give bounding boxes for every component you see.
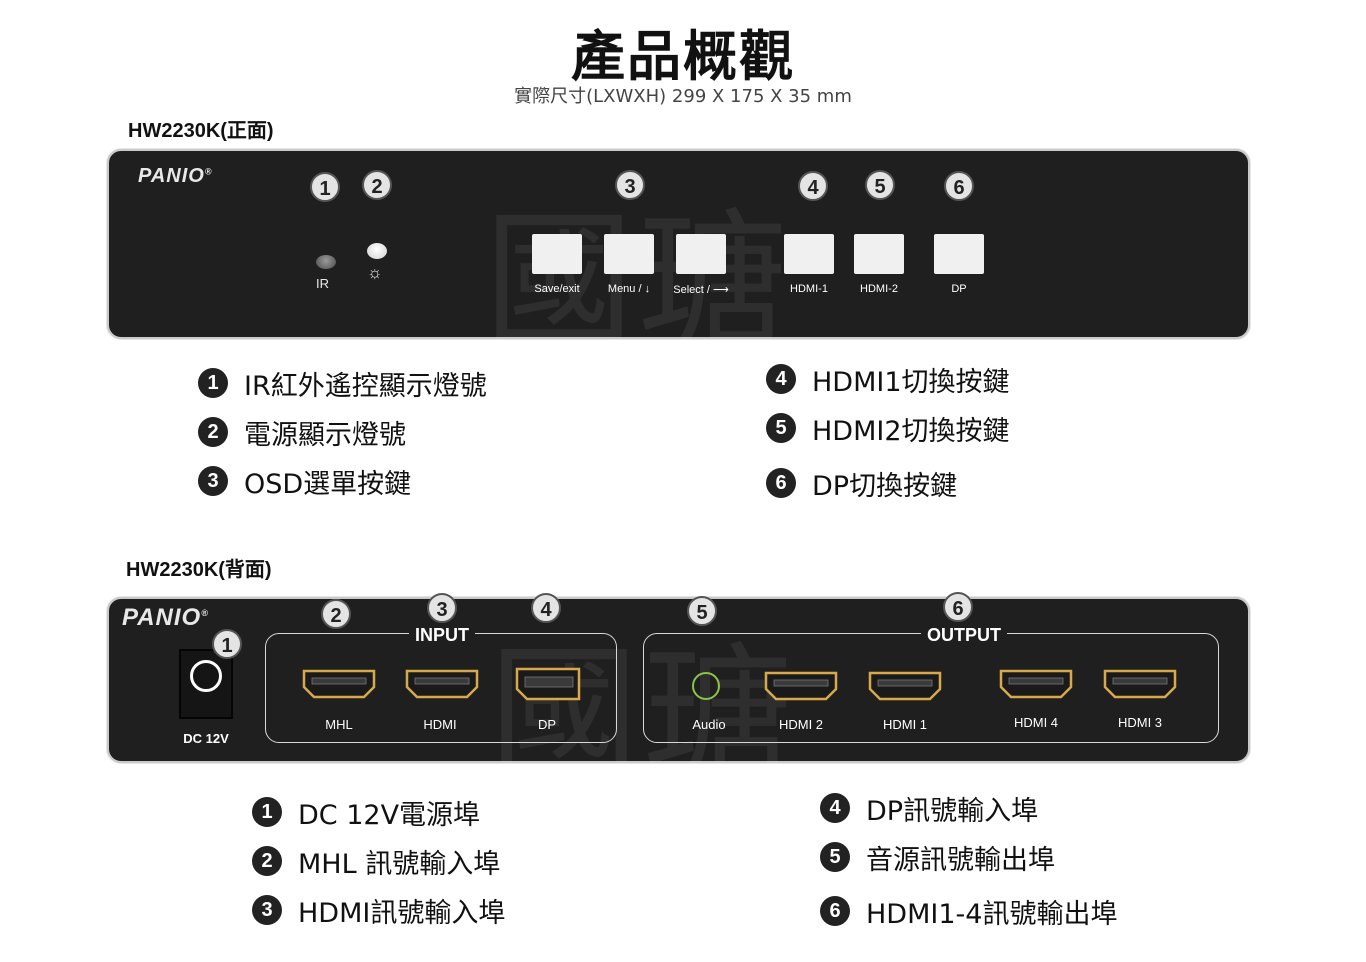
front-brand-logo: PANIO® — [138, 165, 213, 187]
legend-text: HDMI訊號輸入埠 — [298, 897, 506, 929]
legend-number: 6 — [820, 896, 850, 926]
front-callout-5: 5 — [865, 170, 895, 200]
dp-input-port[interactable] — [515, 667, 581, 701]
dc-power-port[interactable] — [179, 649, 233, 719]
hdmi4-output-port[interactable] — [999, 669, 1073, 699]
legend-number: 3 — [252, 895, 282, 925]
dimensions-subtitle: 實際尺寸(LXWXH) 299 X 175 X 35 mm — [514, 86, 852, 107]
legend-number: 6 — [766, 468, 796, 498]
legend-number: 3 — [198, 466, 228, 496]
back-brand-logo: PANIO® — [122, 604, 209, 631]
legend-item: 1 DC 12V電源埠 — [252, 795, 505, 831]
legend-item: 4 HDMI1切換按鍵 — [766, 362, 1010, 398]
hdmi-input-label: HDMI — [423, 717, 457, 732]
legend-number: 2 — [198, 417, 228, 447]
menu-down-button[interactable] — [604, 234, 654, 274]
front-callout-3: 3 — [615, 170, 645, 200]
front-callout-6: 6 — [944, 171, 974, 201]
legend-item: 2 電源顯示燈號 — [198, 415, 487, 451]
back-callout-2: 2 — [321, 599, 351, 629]
legend-item: 3 OSD選單按鍵 — [198, 464, 487, 500]
select-button[interactable] — [676, 234, 726, 274]
output-group-title: OUTPUT — [921, 625, 1007, 646]
legend-text: HDMI1-4訊號輸出埠 — [866, 898, 1118, 930]
back-callout-3: 3 — [427, 593, 457, 623]
dc-jack-ring — [190, 660, 222, 692]
legend-number: 1 — [252, 797, 282, 827]
dc-label: DC 12V — [183, 731, 229, 746]
audio-output-jack[interactable] — [692, 672, 720, 700]
legend-item: 2 MHL 訊號輸入埠 — [252, 844, 505, 880]
legend-text: MHL 訊號輸入埠 — [298, 848, 501, 880]
hdmi1-output-label: HDMI 1 — [882, 717, 928, 732]
hdmi2-output-port[interactable] — [764, 671, 838, 701]
power-symbol-icon: ☼ — [367, 263, 383, 282]
legend-item: 5 HDMI2切換按鍵 — [766, 411, 1010, 447]
hdmi1-output-port[interactable] — [868, 671, 942, 701]
legend-text: 電源顯示燈號 — [244, 419, 406, 451]
legend-number: 1 — [198, 368, 228, 398]
dp-switch-button[interactable] — [934, 234, 984, 274]
front-callout-1: 1 — [310, 172, 340, 202]
page-title: 產品概觀 — [571, 25, 795, 88]
back-model-label: HW2230K(背面) — [126, 559, 272, 581]
back-callout-4: 4 — [531, 593, 561, 623]
legend-text: DP切換按鍵 — [812, 470, 958, 502]
front-callout-2: 2 — [362, 170, 392, 200]
ir-indicator-led — [316, 255, 336, 269]
hdmi4-output-label: HDMI 4 — [1013, 715, 1059, 730]
back-callout-1: 1 — [212, 629, 242, 659]
legend-text: DC 12V電源埠 — [298, 799, 481, 831]
menu-down-label: Menu / ↓ — [607, 283, 651, 295]
legend-item: 5 音源訊號輸出埠 — [820, 840, 1117, 876]
mhl-port[interactable] — [302, 669, 376, 699]
back-callout-5: 5 — [687, 596, 717, 626]
legend-number: 2 — [252, 846, 282, 876]
hdmi2-switch-button[interactable] — [854, 234, 904, 274]
legend-text: HDMI2切換按鍵 — [812, 415, 1010, 447]
legend-text: 音源訊號輸出埠 — [866, 844, 1055, 876]
legend-text: HDMI1切換按鍵 — [812, 366, 1010, 398]
legend-number: 4 — [766, 364, 796, 394]
power-indicator-led — [367, 243, 387, 259]
audio-output-label: Audio — [692, 717, 726, 732]
legend-text: DP訊號輸入埠 — [866, 795, 1039, 827]
front-legend-right: 4 HDMI1切換按鍵 5 HDMI2切換按鍵 6 DP切換按鍵 — [766, 362, 1010, 502]
legend-number: 5 — [820, 842, 850, 872]
legend-item: 1 IR紅外遙控顯示燈號 — [198, 366, 487, 402]
legend-number: 5 — [766, 413, 796, 443]
front-callout-4: 4 — [798, 171, 828, 201]
hdmi1-switch-button[interactable] — [784, 234, 834, 274]
save-exit-label: Save/exit — [534, 283, 580, 295]
legend-item: 6 DP切換按鍵 — [766, 466, 1010, 502]
hdmi3-output-label: HDMI 3 — [1117, 715, 1163, 730]
dp-switch-label: DP — [951, 283, 967, 295]
back-legend-right: 4 DP訊號輸入埠 5 音源訊號輸出埠 6 HDMI1-4訊號輸出埠 — [820, 791, 1118, 930]
hdmi1-switch-label: HDMI-1 — [790, 283, 828, 295]
legend-text: OSD選單按鍵 — [244, 468, 412, 500]
input-group-title: INPUT — [409, 625, 475, 646]
back-legend-left: 1 DC 12V電源埠 2 MHL 訊號輸入埠 3 HDMI訊號輸入埠 — [252, 795, 506, 929]
hdmi2-switch-label: HDMI-2 — [860, 283, 898, 295]
front-panel: 國瑭 PANIO® 1 2 3 4 5 6 IR ☼ Save/exit Men… — [107, 149, 1250, 370]
hdmi2-output-label: HDMI 2 — [778, 717, 824, 732]
mhl-port-label: MHL — [325, 717, 353, 732]
hdmi-input-port[interactable] — [405, 669, 479, 699]
ir-label: IR — [316, 276, 329, 291]
front-legend-left: 1 IR紅外遙控顯示燈號 2 電源顯示燈號 3 OSD選單按鍵 — [198, 366, 487, 500]
save-exit-button[interactable] — [532, 234, 582, 274]
legend-item: 6 HDMI1-4訊號輸出埠 — [820, 894, 1118, 930]
back-callout-6: 6 — [943, 592, 973, 622]
dp-input-label: DP — [537, 717, 557, 732]
hdmi3-output-port[interactable] — [1103, 669, 1177, 699]
legend-text: IR紅外遙控顯示燈號 — [244, 370, 487, 402]
legend-number: 4 — [820, 793, 850, 823]
back-panel: 國瑭 PANIO® DC 12V 1 INPUT 2 3 4 MHL HDMI … — [107, 592, 1250, 804]
legend-item: 3 HDMI訊號輸入埠 — [252, 893, 506, 929]
front-model-label: HW2230K(正面) — [128, 120, 274, 142]
legend-item: 4 DP訊號輸入埠 — [820, 791, 1117, 827]
select-label: Select / ⟶ — [673, 284, 729, 296]
